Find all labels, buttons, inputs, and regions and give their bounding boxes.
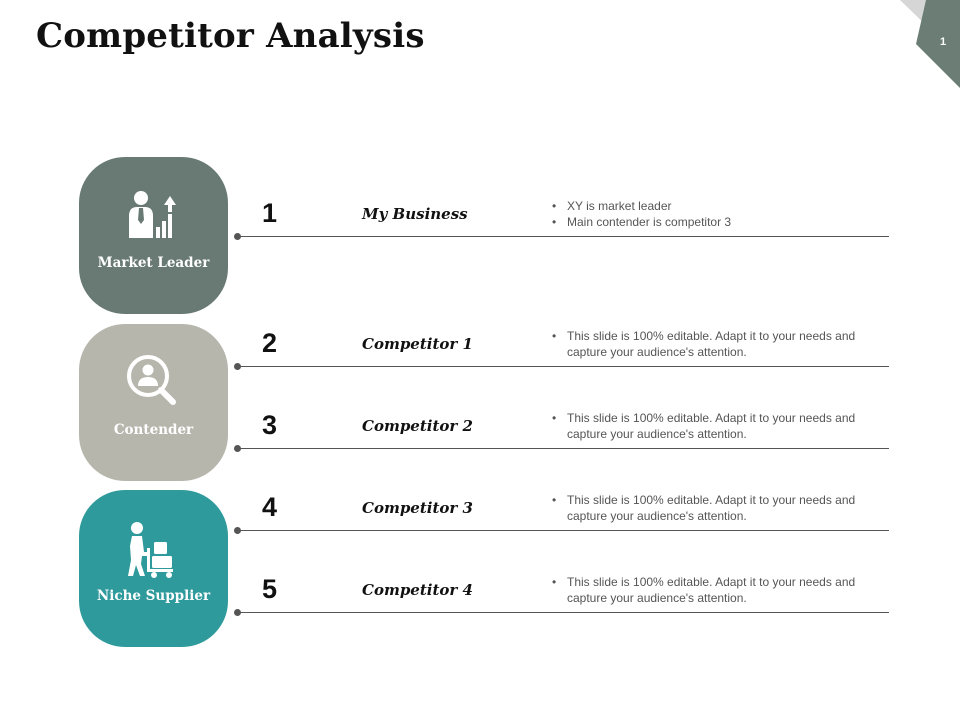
line-dot — [234, 363, 241, 370]
card-label: Market Leader — [97, 255, 210, 271]
contender-card: Contender — [79, 324, 228, 481]
card-label: Contender — [113, 422, 194, 438]
magnifier-person-icon — [127, 355, 176, 405]
bullet-item: This slide is 100% editable. Adapt it to… — [552, 328, 882, 360]
bullet-item: This slide is 100% editable. Adapt it to… — [552, 574, 882, 606]
row-title: Competitor 4 — [362, 581, 473, 599]
row-title: Competitor 1 — [362, 335, 473, 353]
row-number: 2 — [262, 328, 278, 358]
row-title: Competitor 2 — [362, 417, 473, 435]
list-row: 5 Competitor 4 This slide is 100% editab… — [0, 574, 960, 616]
line-dot — [234, 233, 241, 240]
card-label: Niche Supplier — [96, 588, 211, 604]
market-leader-card: Market Leader — [79, 157, 228, 314]
slide-title: Competitor Analysis — [36, 16, 425, 56]
row-number: 4 — [262, 492, 278, 522]
corner-decoration — [900, 0, 960, 88]
businessman-growth-icon — [129, 191, 176, 238]
line-dot — [234, 527, 241, 534]
bullet-item: This slide is 100% editable. Adapt it to… — [552, 492, 882, 524]
divider-line — [237, 448, 889, 449]
bullet-list: XY is market leader Main contender is co… — [552, 198, 882, 230]
divider-line — [237, 612, 889, 613]
list-row: 2 Competitor 1 This slide is 100% editab… — [0, 328, 960, 370]
list-row: 4 Competitor 3 This slide is 100% editab… — [0, 492, 960, 534]
row-number: 5 — [262, 574, 278, 604]
line-dot — [234, 609, 241, 616]
divider-line — [237, 366, 889, 367]
bullet-list: This slide is 100% editable. Adapt it to… — [552, 410, 882, 442]
page-number: 1 — [939, 36, 947, 48]
bullet-item: This slide is 100% editable. Adapt it to… — [552, 410, 882, 442]
bullet-item: XY is market leader — [552, 198, 882, 214]
row-title: My Business — [362, 205, 468, 223]
corner-dark-diamond — [916, 0, 960, 88]
line-dot — [234, 445, 241, 452]
row-number: 1 — [262, 198, 278, 228]
niche-supplier-card: Niche Supplier — [79, 490, 228, 647]
list-row: 3 Competitor 2 This slide is 100% editab… — [0, 410, 960, 452]
bullet-list: This slide is 100% editable. Adapt it to… — [552, 328, 882, 360]
divider-line — [237, 236, 889, 237]
bullet-list: This slide is 100% editable. Adapt it to… — [552, 492, 882, 524]
divider-line — [237, 530, 889, 531]
row-title: Competitor 3 — [362, 499, 473, 517]
bullet-list: This slide is 100% editable. Adapt it to… — [552, 574, 882, 606]
list-row: 1 My Business XY is market leader Main c… — [0, 198, 960, 240]
row-number: 3 — [262, 410, 278, 440]
worker-cart-icon — [128, 522, 173, 578]
bullet-item: Main contender is competitor 3 — [552, 214, 882, 230]
